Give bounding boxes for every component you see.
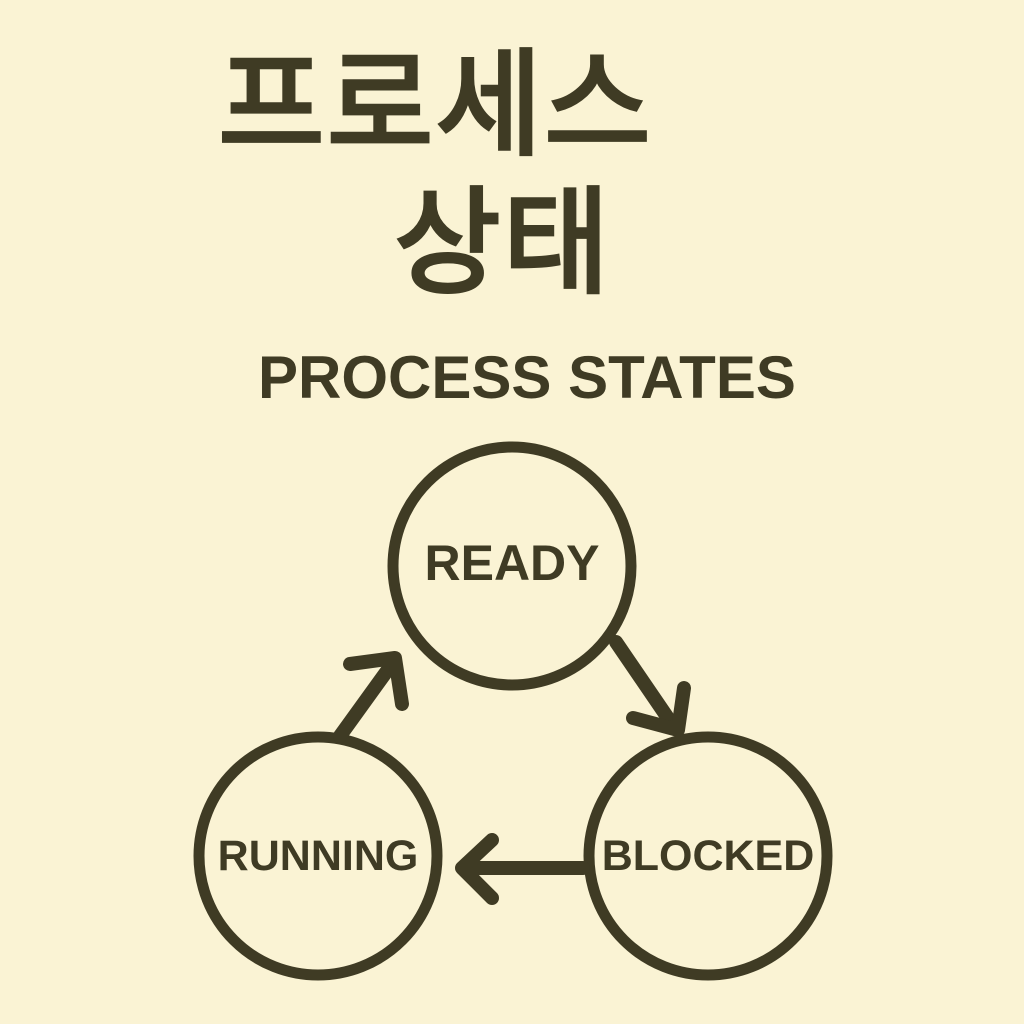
state-running: RUNNING <box>193 731 443 981</box>
arrow-running-to-ready-head <box>343 651 409 711</box>
arrow-blocked-to-running-head <box>455 833 499 905</box>
state-blocked: BLOCKED <box>583 731 833 981</box>
arrow-running-to-ready-shaft <box>333 657 399 743</box>
arrow-running-to-ready <box>333 651 409 743</box>
title-korean-line-2: 상태 <box>394 176 612 311</box>
arrow-blocked-to-running <box>455 833 590 905</box>
arrow-ready-to-blocked-head <box>626 681 691 737</box>
title-english: PROCESS STATES <box>258 344 796 411</box>
state-ready-label: READY <box>424 535 599 591</box>
arrow-ready-to-blocked <box>609 635 691 737</box>
state-running-label: RUNNING <box>218 832 419 880</box>
title-korean-line-1: 프로세스 <box>218 38 653 173</box>
state-ready: READY <box>387 441 637 691</box>
state-blocked-label: BLOCKED <box>602 832 815 880</box>
state-blocked-ring <box>583 731 833 981</box>
arrow-ready-to-blocked-shaft <box>609 635 679 731</box>
state-ready-ring <box>387 441 637 691</box>
state-running-ring <box>193 731 443 981</box>
